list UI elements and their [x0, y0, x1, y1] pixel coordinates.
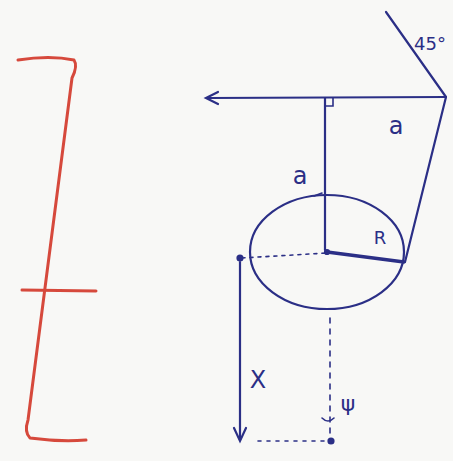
mass-dot — [329, 439, 334, 444]
radius-label: R — [374, 229, 387, 247]
x-axis-line — [239, 262, 241, 440]
coordinate-label: X — [250, 368, 266, 392]
angle-arc — [322, 418, 334, 421]
dimension-label: a — [293, 164, 308, 188]
angle-label: 45° — [414, 35, 446, 53]
level-dot — [238, 256, 243, 261]
red-bracket — [18, 58, 96, 441]
disc — [250, 195, 404, 309]
dashed-bottom — [258, 440, 328, 442]
arrow-head — [234, 428, 246, 441]
tick — [314, 193, 322, 196]
string-line — [405, 97, 446, 262]
arrow-head — [206, 92, 218, 104]
radius-line — [327, 252, 404, 262]
angle-label: ψ — [341, 393, 356, 415]
ink-lines — [206, 12, 446, 444]
vertical-line — [324, 98, 326, 250]
right-angle-mark — [325, 98, 333, 106]
dotted-level — [242, 253, 327, 258]
horizontal-line — [208, 97, 446, 98]
angle-line — [386, 12, 446, 97]
dimension-label: a — [389, 114, 404, 138]
